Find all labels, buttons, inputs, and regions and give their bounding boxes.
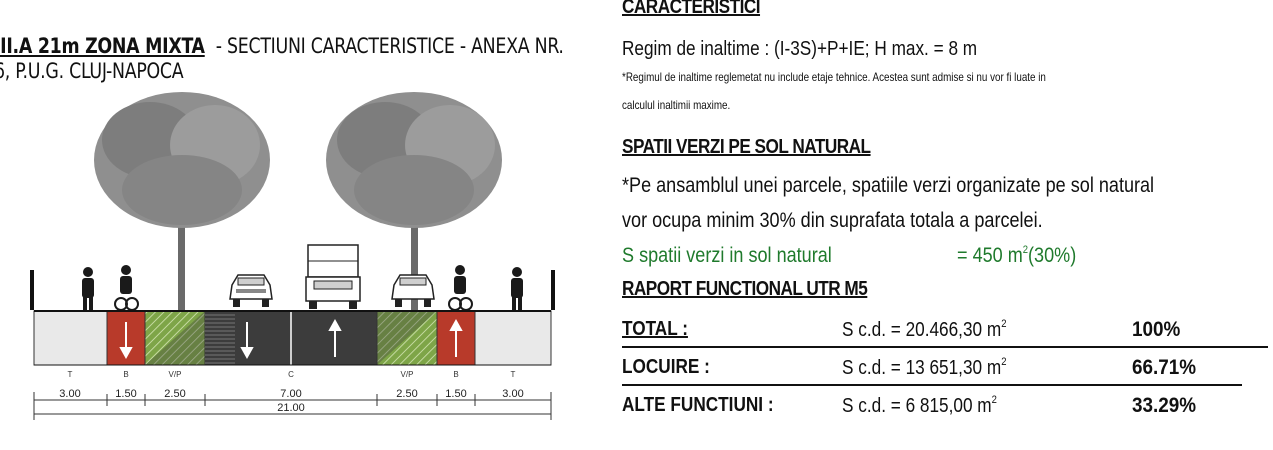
characteristics-panel: CARACTERISTICI Regim de inaltime : (I-3S… <box>622 0 1273 450</box>
cross-section-drawing: T B V/P C V/P B T <box>30 92 555 420</box>
row-percent: 66.71% <box>1132 356 1197 379</box>
row-value-text: S c.d. = 20.466,30 m <box>842 319 1002 341</box>
section-title-rest: - SECTIUNI CARACTERISTICE - ANEXA NR. <box>210 34 564 58</box>
heading-caracteristici: CARACTERISTICI <box>622 0 761 18</box>
zone-label: T <box>68 370 73 379</box>
section-title: III.A 21m ZONA MIXTA - SECTIUNI CARACTER… <box>0 34 600 84</box>
section-title-line2: 6, P.U.G. CLUJ-NAPOCA <box>0 59 184 83</box>
zone-label: T <box>511 370 516 379</box>
heading-spatii-verzi: SPATII VERZI PE SOL NATURAL <box>622 136 871 158</box>
green-area-percent: (30%) <box>1028 244 1077 267</box>
green-area-sup: 2 <box>1022 244 1029 256</box>
row-value: S c.d. = 13 651,30 m2 <box>842 356 1006 380</box>
total-dimension: 21.00 <box>277 402 305 414</box>
divider <box>622 384 1242 386</box>
section-title-bold: III.A 21m ZONA MIXTA <box>0 34 205 58</box>
row-value: S c.d. = 6 815,00 m2 <box>842 394 997 418</box>
heading-raport-functional: RAPORT FUNCTIONAL UTR M5 <box>622 278 868 300</box>
divider <box>622 346 1268 348</box>
dimension-value: 1.50 <box>445 388 466 400</box>
row-label: LOCUIRE : <box>622 356 710 378</box>
pedestrian-icon <box>511 267 523 310</box>
dimension-value: 1.50 <box>115 388 136 400</box>
green-area-value: = 450 m2(30%) <box>957 244 1076 268</box>
truck-icon <box>305 244 361 309</box>
row-value-text: S c.d. = 6 815,00 m <box>842 395 992 417</box>
row-percent: 33.29% <box>1132 394 1197 417</box>
dimension-value: 3.00 <box>59 388 80 400</box>
car-left-icon <box>229 274 273 307</box>
pedestrian-icon <box>82 267 94 310</box>
dimension-value: 2.50 <box>164 388 185 400</box>
row-value-sup: 2 <box>1001 318 1007 330</box>
green-area-number: = 450 m <box>957 244 1023 267</box>
dimension-value: 3.00 <box>502 388 523 400</box>
zone-label: B <box>453 370 458 379</box>
zone-label: C <box>288 370 294 379</box>
row-value: S c.d. = 20.466,30 m2 <box>842 318 1006 342</box>
row-label: ALTE FUNCTIUNI : <box>622 394 774 416</box>
note-line2: calculul inaltimii maxime. <box>622 98 731 112</box>
green-area-label: S spatii verzi in sol natural <box>622 244 832 267</box>
zone-label: V/P <box>169 370 182 379</box>
row-label: TOTAL : <box>622 318 688 340</box>
cyclist-icon <box>448 265 473 311</box>
note-line1: *Regimul de inaltime reglemetat nu inclu… <box>622 70 1046 84</box>
car-right-icon <box>391 274 435 307</box>
dimension-lines <box>33 392 552 420</box>
zone-label: V/P <box>401 370 414 379</box>
row-value-text: S c.d. = 13 651,30 m <box>842 357 1002 379</box>
street-profile <box>33 310 552 366</box>
dimension-value: 2.50 <box>396 388 417 400</box>
row-value-sup: 2 <box>991 394 997 406</box>
cyclist-icon <box>114 265 139 311</box>
spatii-text-line2: vor ocupa minim 30% din suprafata totala… <box>622 209 1043 232</box>
tree-left <box>94 92 270 315</box>
regim-inaltime-text: Regim de inaltime : (I-3S)+P+IE; H max. … <box>622 38 978 60</box>
tree-right <box>326 92 502 315</box>
row-value-sup: 2 <box>1001 356 1007 368</box>
zone-label: B <box>123 370 128 379</box>
lane-arrows <box>119 318 463 360</box>
street-section-panel: III.A 21m ZONA MIXTA - SECTIUNI CARACTER… <box>0 0 600 450</box>
dimension-value: 7.00 <box>280 388 301 400</box>
spatii-text-line1: *Pe ansamblul unei parcele, spatiile ver… <box>622 174 1155 197</box>
row-percent: 100% <box>1132 318 1181 341</box>
